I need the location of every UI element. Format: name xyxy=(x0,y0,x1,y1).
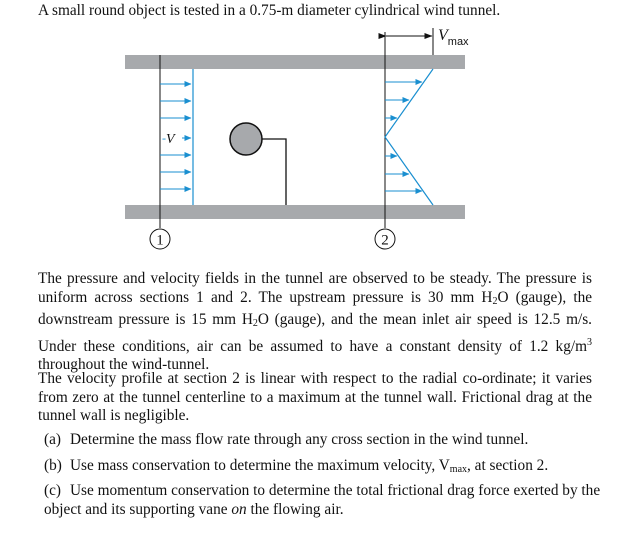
outlet-velocity-arrows xyxy=(385,79,423,194)
paragraph-velocity-profile: The velocity profile at section 2 is lin… xyxy=(38,370,592,424)
question-a: (a)Determine the mass flow rate through … xyxy=(44,431,529,448)
round-object xyxy=(229,122,263,156)
section1-label: 1 xyxy=(156,233,164,249)
inlet-velocity-dash: - xyxy=(162,131,166,145)
question-c: (c)Use momentum conservation to determin… xyxy=(44,482,601,518)
outlet-profile-line xyxy=(384,68,434,206)
question-b: (b)Use mass conservation to determine th… xyxy=(44,457,549,475)
section1-marker xyxy=(149,228,171,250)
support-vane xyxy=(262,138,287,205)
inlet-velocity-label: V xyxy=(166,132,176,147)
section2-marker xyxy=(374,228,396,250)
paragraph-conditions: The pressure and velocity fields in the … xyxy=(38,270,593,373)
tunnel-bottom-wall xyxy=(125,205,465,219)
wind-tunnel-diagram: V - Vmax 1 2 xyxy=(125,27,469,250)
tunnel-top-wall xyxy=(125,55,465,69)
section2-label: 2 xyxy=(381,233,389,249)
inlet-velocity-arrows xyxy=(160,81,192,192)
problem-intro: A small round object is tested in a 0.75… xyxy=(38,2,501,19)
vmax-label: Vmax xyxy=(438,27,469,48)
